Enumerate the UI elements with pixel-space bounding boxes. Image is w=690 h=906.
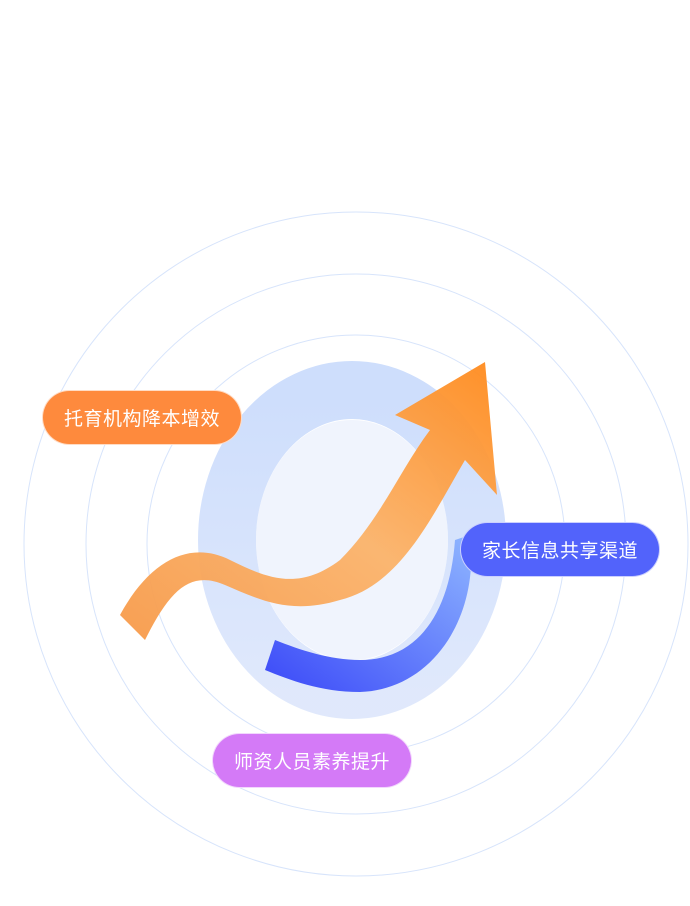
label-teacher-quality: 师资人员素养提升 — [212, 733, 412, 788]
label-parent-info: 家长信息共享渠道 — [460, 522, 660, 577]
label-cost-efficiency: 托育机构降本增效 — [42, 390, 242, 445]
up-arrow-icon — [120, 362, 497, 640]
